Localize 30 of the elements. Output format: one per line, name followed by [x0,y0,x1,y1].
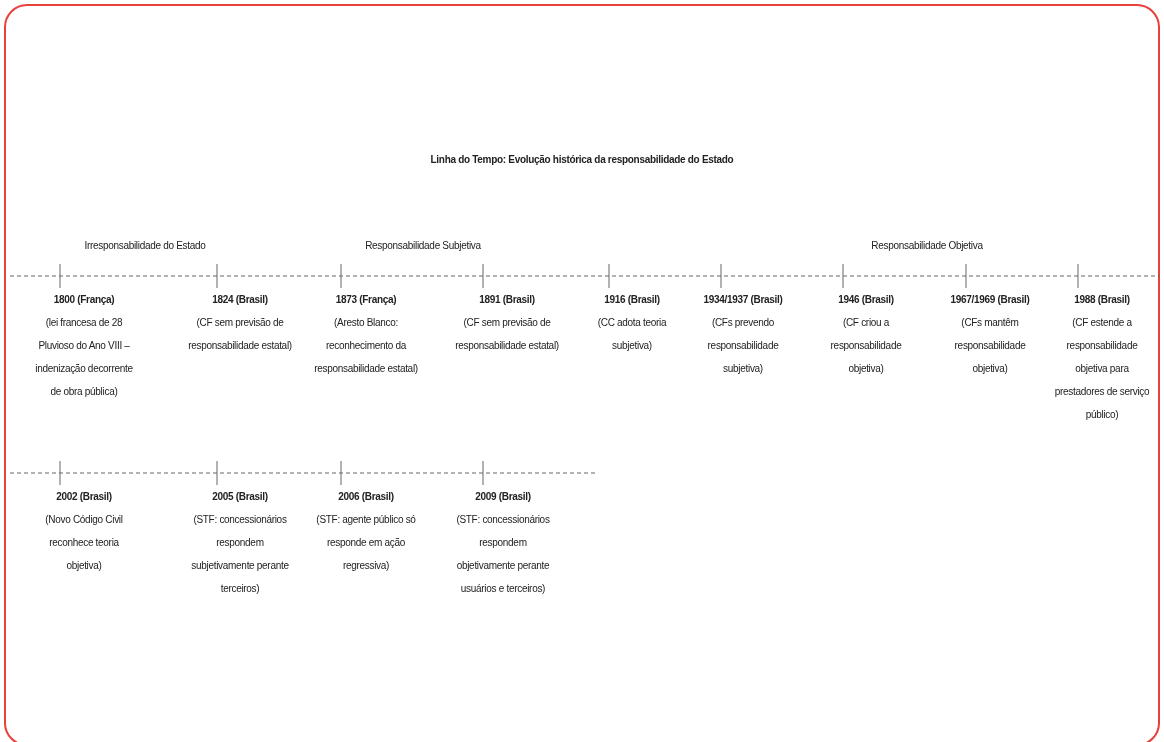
event-description: (CF sem previsão de responsabilidade estatal) [188,316,292,353]
event-description: (Novo Código Civil reconhece teoria objetiva) [44,513,124,573]
event-date: 2009 (Brasil) [474,490,532,504]
period-label: Irresponsabilidade do Estado [83,239,207,253]
event-description: (CFs prevendo responsabilidade subjetiva) [706,316,780,376]
event-description: (STF: concessionários respondem subjetivamente perante terceiros) [190,513,290,596]
event-description: (CFs mantêm responsabilidade objetiva) [953,316,1027,376]
event-date: 1934/1937 (Brasil) [702,293,784,307]
period-label: Responsabilidade Subjetiva [364,239,482,253]
event-date: 1891 (Brasil) [478,293,536,307]
event-description: (CC adota teoria subjetiva) [596,316,668,353]
event-date: 1873 (França) [334,293,398,307]
event-date: 2006 (Brasil) [337,490,395,504]
event-date: 1916 (Brasil) [603,293,661,307]
event-description: (STF: agente público só responde em ação regressiva) [315,513,417,573]
event-date: 1988 (Brasil) [1073,293,1131,307]
event-date: 2005 (Brasil) [211,490,269,504]
event-description: (CF criou a responsabilidade objetiva) [829,316,903,376]
event-description: (CF estende a responsabilidade objetiva para prestadores de serviço público) [1053,316,1151,422]
event-description: (lei francesa de 28 Pluvioso do Ano VIII – indenização decorrente de obra pública) [34,316,134,399]
event-date: 1946 (Brasil) [837,293,895,307]
event-description: (CF sem previsão de responsabilidade estatal) [455,316,559,353]
event-date: 1967/1969 (Brasil) [949,293,1031,307]
event-date: 2002 (Brasil) [55,490,113,504]
period-label: Responsabilidade Objetiva [870,239,984,253]
event-description: (STF: concessionários respondem objetivamente perante usuários e terceiros) [455,513,551,596]
chart-title: Linha do Tempo: Evolução histórica da responsabilidade do Estado [429,153,735,167]
event-description: (Aresto Blanco: reconhecimento da responsabilidade estatal) [314,316,418,376]
event-date: 1824 (Brasil) [211,293,269,307]
event-date: 1800 (França) [52,293,116,307]
